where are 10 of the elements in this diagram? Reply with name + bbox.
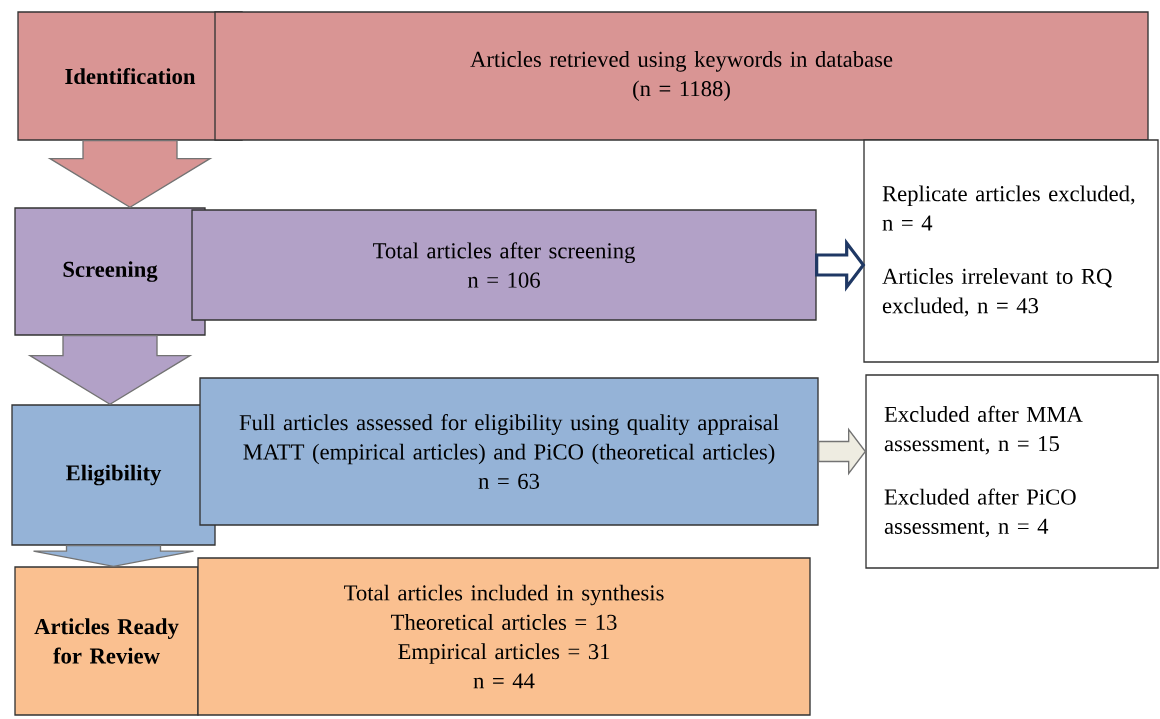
- block-arrow: [818, 427, 867, 476]
- exclusion-box: Excluded after MMA assessment, n = 15 Excluded after PiCO assessment, n = 4: [865, 374, 1159, 569]
- stage-label-box: Screening: [14, 207, 206, 336]
- exclusion-box: Replicate articles excluded, n = 4 Articles irrelevant to RQ excluded, n = 43: [863, 139, 1159, 363]
- stage-label-box: Eligibility: [11, 404, 216, 546]
- block-arrow: [47, 140, 213, 209]
- stage-label-box: Articles Ready for Review: [14, 566, 199, 716]
- block-arrow: [815, 238, 866, 292]
- block-arrow: [32, 545, 195, 567]
- block-arrow: [27, 335, 193, 406]
